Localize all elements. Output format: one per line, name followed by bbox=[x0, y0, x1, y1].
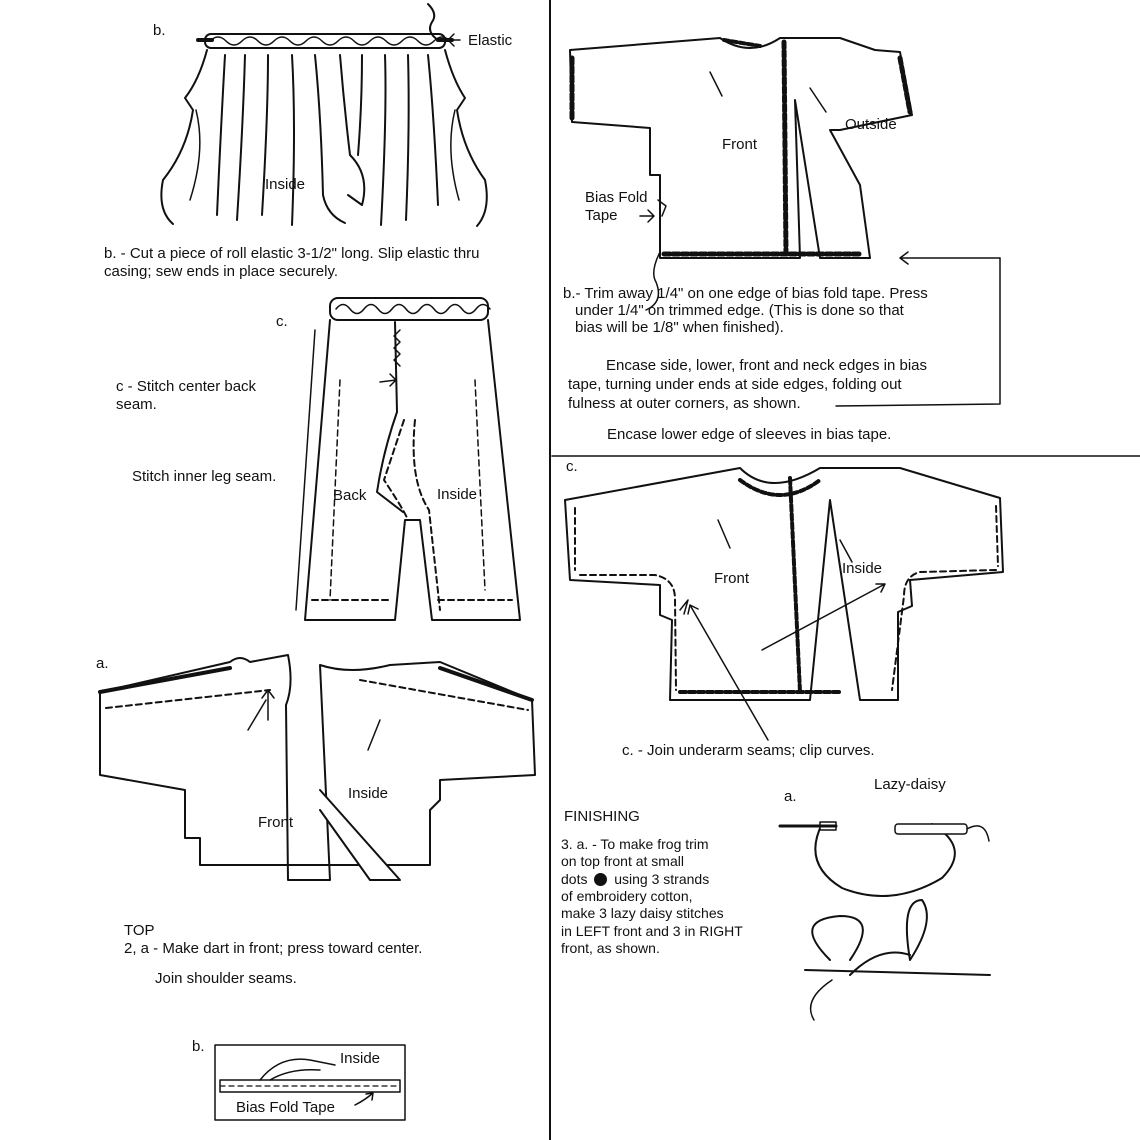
step-letter-b-bias: b. bbox=[192, 1038, 205, 1055]
bias-tape-detail-illustration bbox=[215, 1045, 405, 1120]
finishing-line6: in LEFT front and 3 in RIGHT bbox=[561, 923, 743, 939]
dot-marker-icon bbox=[594, 873, 608, 886]
step-letter-c-jacket: c. bbox=[566, 458, 578, 475]
instruction-sleeves: Encase lower edge of sleeves in bias tap… bbox=[607, 426, 892, 443]
finishing-line2: on top front at small bbox=[561, 853, 684, 869]
label-bias-fold-tape: Bias Fold Tape bbox=[236, 1099, 335, 1116]
instruction-elastic-line1: b. - Cut a piece of roll elastic 3-1/2" … bbox=[104, 245, 480, 262]
pants-illustration bbox=[296, 298, 520, 620]
label-inside-bias: Inside bbox=[340, 1050, 381, 1067]
jacket-b-illustration bbox=[570, 38, 1000, 406]
instruction-trim-line1: b.- Trim away 1/4" on one edge of bias f… bbox=[563, 285, 928, 302]
finishing-line4: of embroidery cotton, bbox=[561, 888, 693, 904]
label-lazy-daisy: Lazy-daisy bbox=[874, 776, 946, 793]
heading-finishing: FINISHING bbox=[564, 808, 640, 825]
label-bias-fold-line2: Tape bbox=[585, 207, 618, 224]
step-letter-b-elastic: b. bbox=[153, 22, 166, 39]
inner-leg-seam-text: Stitch inner leg seam. bbox=[132, 468, 277, 485]
top-illustration bbox=[100, 655, 535, 880]
label-inside-jacket-c: Inside bbox=[842, 560, 883, 577]
instruction-encase-line1: Encase side, lower, front and neck edges… bbox=[606, 357, 928, 374]
lazy-daisy-diagram bbox=[780, 822, 990, 1020]
label-inside-waist: Inside bbox=[265, 176, 306, 193]
instruction-elastic-line2: casing; sew ends in place securely. bbox=[104, 263, 339, 280]
label-bias-fold-line1: Bias Fold bbox=[585, 189, 648, 206]
jacket-c-illustration bbox=[565, 468, 1003, 740]
step-letter-a-top: a. bbox=[96, 655, 109, 672]
elastic-waist-illustration bbox=[161, 4, 486, 226]
finishing-line3-pre: dots bbox=[561, 871, 588, 887]
step-letter-a-lazy-daisy: a. bbox=[784, 788, 797, 805]
label-front-top: Front bbox=[258, 814, 294, 831]
instruction-trim-line3: bias will be 1/8" when finished). bbox=[575, 319, 784, 336]
label-outside-jacket-b: Outside bbox=[845, 116, 897, 133]
finishing-line3-post: using 3 strands bbox=[614, 871, 710, 887]
label-front-jacket-b: Front bbox=[722, 136, 758, 153]
heading-top: TOP bbox=[124, 922, 155, 939]
finishing-line1: 3. a. - To make frog trim bbox=[561, 836, 709, 852]
label-inside-top: Inside bbox=[348, 785, 389, 802]
instruction-top-line1: 2, a - Make dart in front; press toward … bbox=[124, 940, 423, 957]
callout-stitch-line1: c - Stitch center back bbox=[116, 378, 257, 395]
instruction-encase-line2: tape, turning under ends at side edges, … bbox=[568, 376, 902, 393]
finishing-line5: make 3 lazy daisy stitches bbox=[561, 905, 724, 921]
instruction-encase-line3: fulness at outer corners, as shown. bbox=[568, 395, 801, 412]
label-back: Back bbox=[333, 487, 367, 504]
finishing-line7: front, as shown. bbox=[561, 940, 660, 956]
step-letter-c-pants: c. bbox=[276, 313, 288, 330]
callout-stitch-line2: seam. bbox=[116, 396, 157, 413]
instruction-underarm: c. - Join underarm seams; clip curves. bbox=[622, 742, 875, 759]
label-elastic: Elastic bbox=[468, 32, 513, 49]
instruction-trim-line2: under 1/4" on trimmed edge. (This is don… bbox=[575, 302, 904, 319]
instruction-top-line2: Join shoulder seams. bbox=[155, 970, 297, 987]
label-front-jacket-c: Front bbox=[714, 570, 750, 587]
finishing-line3: dots using 3 strands bbox=[561, 871, 709, 888]
label-inside-pants: Inside bbox=[437, 486, 478, 503]
